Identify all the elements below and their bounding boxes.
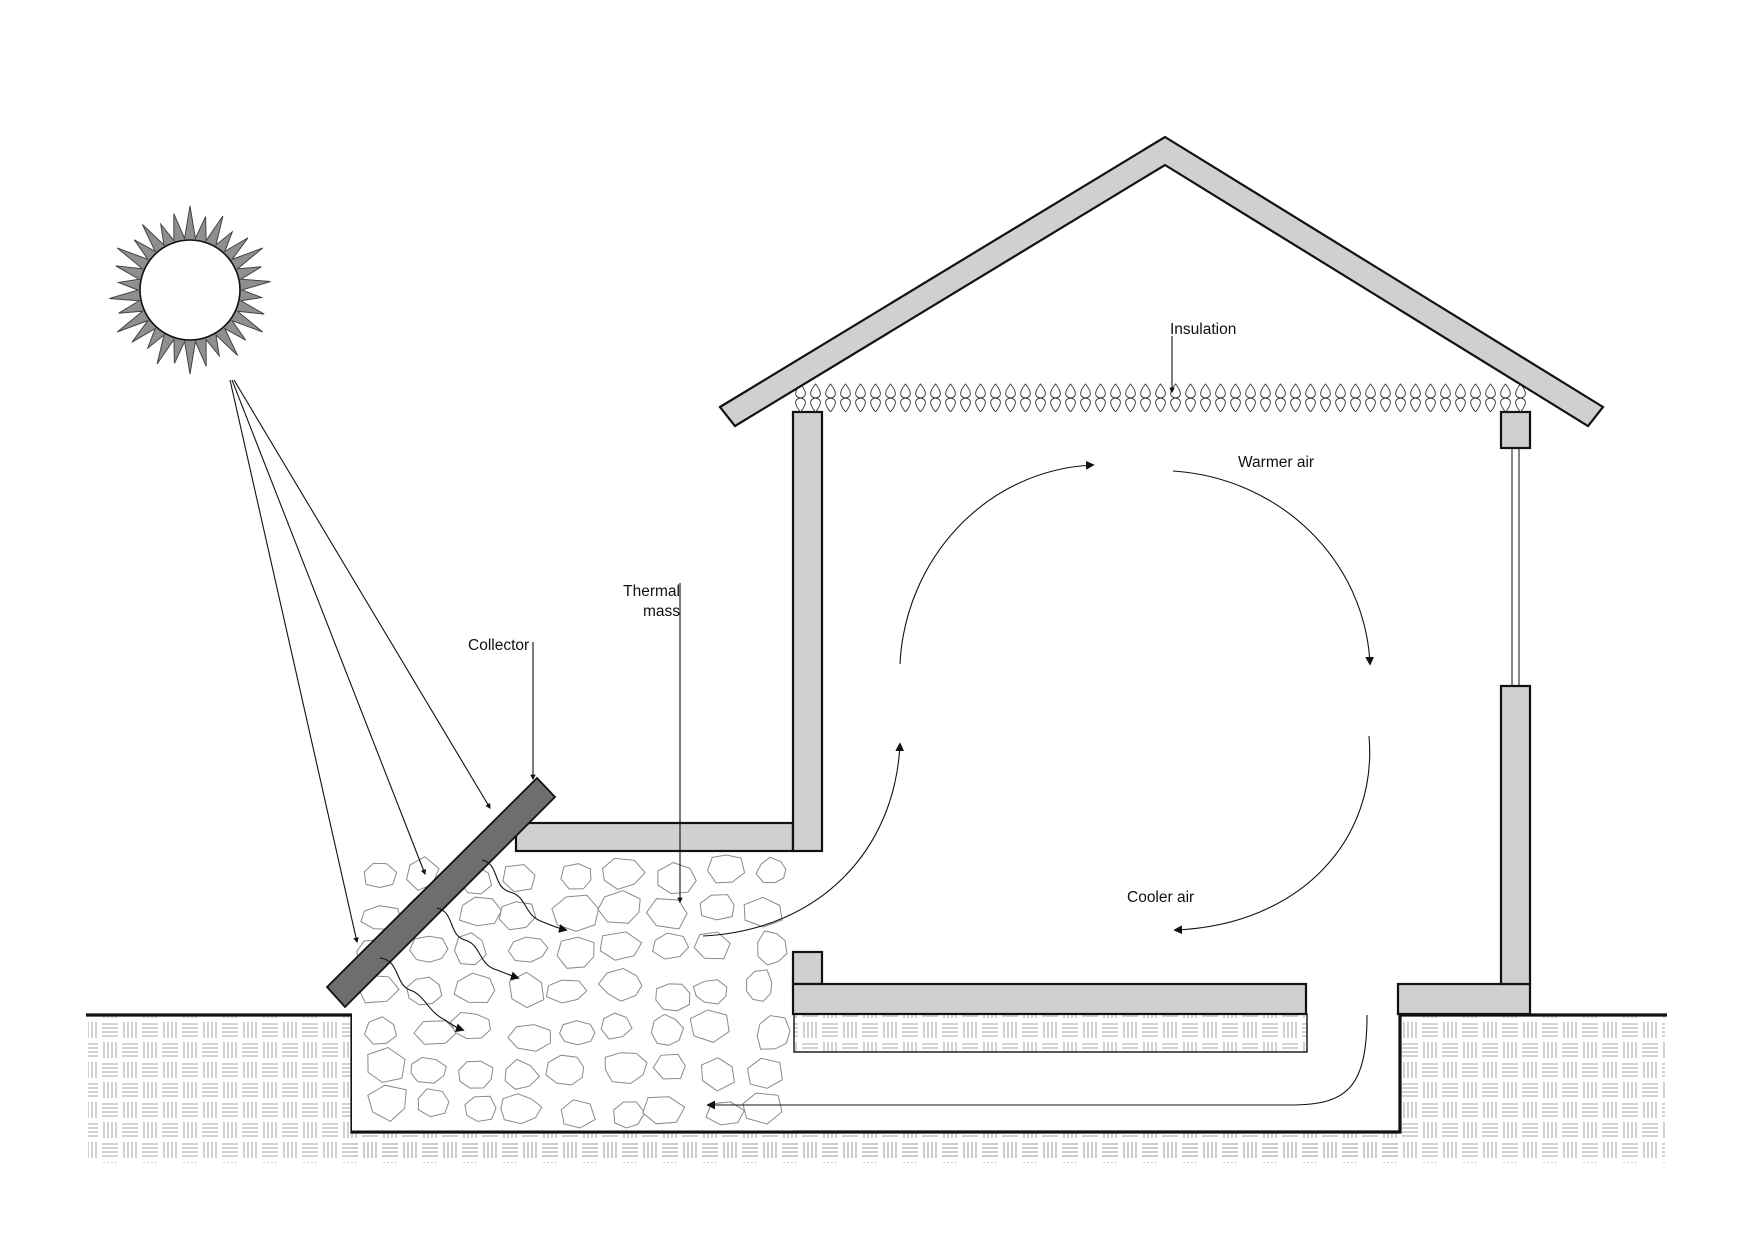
stone [757, 930, 788, 966]
stone [652, 1053, 686, 1080]
stone [597, 967, 643, 1002]
stone [600, 1012, 633, 1040]
stone [502, 864, 536, 893]
cooler-air-label: Cooler air [1127, 889, 1194, 906]
stone [604, 1052, 648, 1085]
roof [718, 135, 1605, 428]
stone [546, 979, 588, 1004]
stone [367, 1084, 407, 1123]
stone [742, 1092, 783, 1125]
stone [453, 932, 487, 966]
rock-bed [352, 851, 793, 1134]
sun-icon [109, 205, 271, 375]
stone [689, 1009, 730, 1043]
stone [693, 931, 731, 960]
stone [599, 931, 643, 961]
stone [458, 896, 503, 927]
stone [601, 857, 646, 890]
stone [453, 972, 496, 1004]
stone [692, 979, 728, 1005]
stone [699, 894, 735, 921]
stone [410, 1056, 447, 1084]
stone [652, 932, 690, 960]
leader-lines [530, 336, 1175, 904]
stone [642, 1096, 686, 1125]
ceiling-insulation [793, 383, 1530, 412]
stone [545, 1054, 585, 1086]
stone [700, 1057, 735, 1092]
stone [743, 896, 783, 928]
stone [706, 854, 746, 884]
stone [655, 983, 691, 1012]
thermal-mass-label-line2: mass [643, 603, 680, 620]
stone [498, 901, 537, 931]
stone [363, 862, 398, 889]
stone [367, 1046, 406, 1083]
stone [551, 894, 600, 932]
warmer-air-label: Warmer air [1238, 454, 1314, 471]
stone [657, 862, 697, 895]
stone [560, 1099, 596, 1129]
collector-label: Collector [468, 637, 529, 654]
solar-radiation-lines [229, 379, 491, 944]
heat-transfer-arrows [379, 859, 568, 1032]
stone [464, 1095, 497, 1122]
air-circulation-arrows [702, 460, 1375, 1110]
insulation-label: Insulation [1170, 321, 1236, 338]
stone [507, 936, 549, 963]
stone [449, 1011, 491, 1040]
stone [504, 1058, 541, 1090]
stone [756, 1015, 791, 1050]
stone [458, 1060, 494, 1089]
stone [559, 1020, 596, 1046]
stone [597, 890, 641, 924]
stone [755, 856, 787, 884]
thermal-mass-label-line1: Thermal [623, 583, 680, 600]
stone [364, 1016, 398, 1045]
rock-bed-cover [514, 821, 795, 853]
house-walls [791, 410, 1532, 1016]
stone [409, 935, 449, 963]
stone [745, 969, 773, 1002]
stone [406, 976, 443, 1006]
solar-collector [325, 776, 557, 1009]
stone [500, 1093, 543, 1125]
ground [86, 1013, 1667, 1163]
stone [508, 971, 545, 1009]
stone [560, 863, 592, 890]
stone [746, 1057, 783, 1089]
stone [507, 1024, 552, 1052]
stone [556, 936, 595, 969]
stone [417, 1088, 450, 1118]
stone [650, 1013, 685, 1046]
